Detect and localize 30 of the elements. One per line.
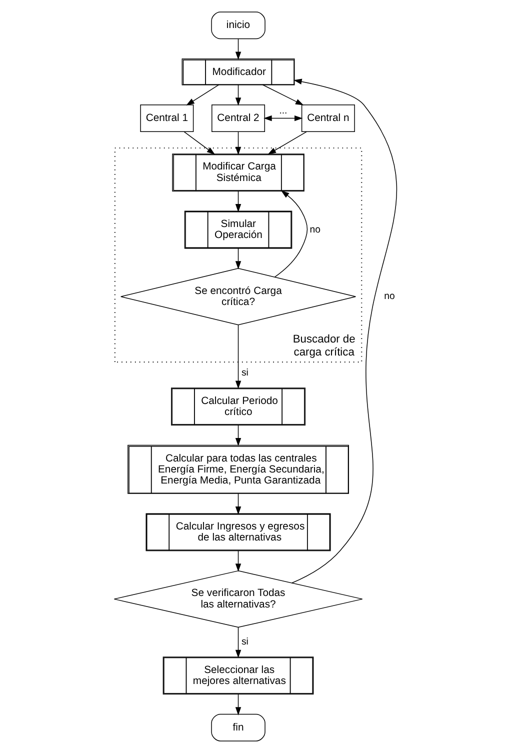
- node-box: Central 1: [140, 104, 194, 132]
- node-box: inicio: [210, 12, 265, 40]
- arrow: [234, 38, 241, 60]
- arrow: [234, 84, 241, 106]
- arrow: [267, 131, 307, 154]
- arrow: [186, 84, 219, 106]
- node-box: Central 2: [211, 104, 265, 132]
- arrow: [234, 694, 241, 716]
- arrow: [234, 493, 241, 515]
- arrow: [183, 131, 215, 155]
- edge-label: no: [384, 291, 394, 302]
- edge-label: ...: [278, 105, 287, 116]
- arrow: [234, 131, 241, 156]
- edge-label: no: [309, 224, 320, 236]
- node-diamond: Se encontró Carga crítica?: [120, 268, 356, 326]
- node-box: Central n: [300, 104, 354, 132]
- edge-label: si: [240, 368, 248, 379]
- arrow: [234, 324, 241, 389]
- arrow: [234, 190, 241, 212]
- arrow: [234, 425, 241, 446]
- node-diamond: Se verificaron Todas las alternativas?: [113, 570, 362, 628]
- arrow: [234, 550, 241, 572]
- arrow: [262, 84, 304, 106]
- arrow: [290, 78, 397, 584]
- arrow: [234, 626, 241, 658]
- edge-label: si: [240, 636, 248, 648]
- arrow: [274, 190, 308, 278]
- arrow: [263, 115, 302, 122]
- arrow: [234, 248, 241, 270]
- node-box: fin: [210, 714, 265, 742]
